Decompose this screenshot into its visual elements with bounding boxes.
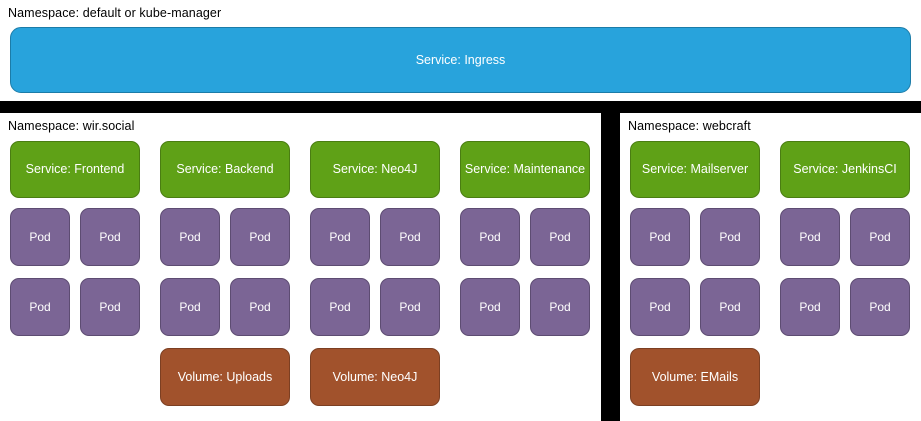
pod-node[interactable]: Pod [160, 208, 220, 266]
namespace-label-webcraft: Namespace: webcraft [628, 119, 751, 133]
pod-node[interactable]: Pod [630, 208, 690, 266]
pod-node[interactable]: Pod [230, 278, 290, 336]
pod-node[interactable]: Pod [310, 208, 370, 266]
pod-node[interactable]: Pod [230, 208, 290, 266]
namespace-label-wir-social: Namespace: wir.social [8, 119, 135, 133]
service-mailserver-node[interactable]: Service: Mailserver [630, 141, 760, 198]
volume-uploads-node[interactable]: Volume: Uploads [160, 348, 290, 406]
service-frontend-node[interactable]: Service: Frontend [10, 141, 140, 198]
pod-node[interactable]: Pod [780, 208, 840, 266]
pod-node[interactable]: Pod [850, 208, 910, 266]
pod-node[interactable]: Pod [10, 278, 70, 336]
pod-node[interactable]: Pod [80, 208, 140, 266]
pod-node[interactable]: Pod [700, 278, 760, 336]
service-backend-node[interactable]: Service: Backend [160, 141, 290, 198]
pod-node[interactable]: Pod [380, 208, 440, 266]
pod-node[interactable]: Pod [10, 208, 70, 266]
volume-emails-node[interactable]: Volume: EMails [630, 348, 760, 406]
pod-node[interactable]: Pod [530, 278, 590, 336]
namespace-label-default: Namespace: default or kube-manager [8, 6, 222, 20]
namespace-panel-wir-social: Namespace: wir.social Service: Frontend … [0, 113, 601, 421]
pod-node[interactable]: Pod [850, 278, 910, 336]
service-neo4j-node[interactable]: Service: Neo4J [310, 141, 440, 198]
service-jenkinsci-node[interactable]: Service: JenkinsCI [780, 141, 910, 198]
pod-node[interactable]: Pod [460, 208, 520, 266]
pod-node[interactable]: Pod [700, 208, 760, 266]
pod-node[interactable]: Pod [380, 278, 440, 336]
service-maintenance-node[interactable]: Service: Maintenance [460, 141, 590, 198]
namespace-panel-default: Namespace: default or kube-manager Servi… [0, 0, 921, 101]
namespace-panel-webcraft: Namespace: webcraft Service: Mailserver … [620, 113, 921, 421]
pod-node[interactable]: Pod [160, 278, 220, 336]
pod-node[interactable]: Pod [80, 278, 140, 336]
pod-node[interactable]: Pod [630, 278, 690, 336]
service-ingress-node[interactable]: Service: Ingress [10, 27, 911, 93]
pod-node[interactable]: Pod [310, 278, 370, 336]
pod-node[interactable]: Pod [460, 278, 520, 336]
pod-node[interactable]: Pod [530, 208, 590, 266]
pod-node[interactable]: Pod [780, 278, 840, 336]
volume-neo4j-node[interactable]: Volume: Neo4J [310, 348, 440, 406]
